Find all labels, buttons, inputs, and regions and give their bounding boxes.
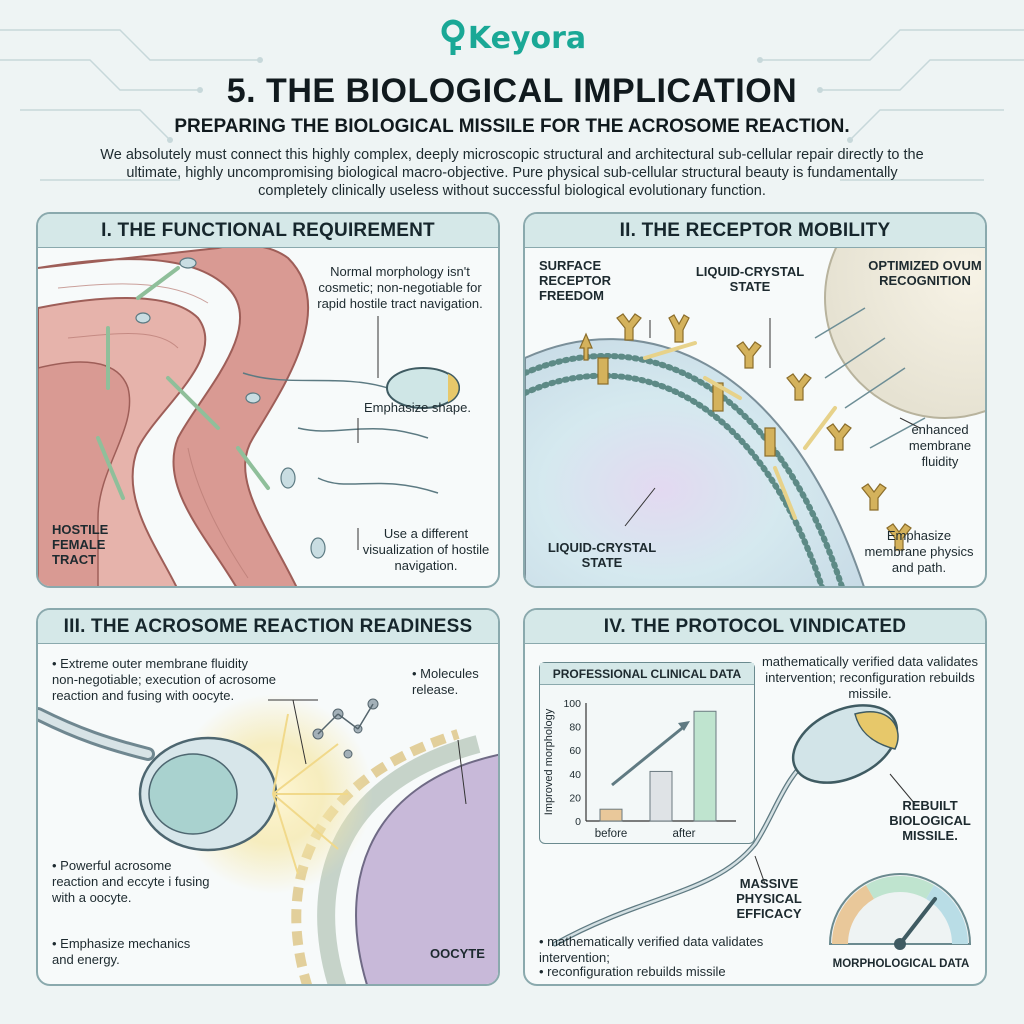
note-powerful: • Powerful acrosome reaction and eccyte …	[52, 858, 210, 905]
y-tick-label: 0	[575, 816, 581, 828]
note-morphology: Normal morphology isn't cosmetic; non-ne…	[317, 264, 483, 311]
panel-title: I. THE FUNCTIONAL REQUIREMENT	[38, 214, 498, 248]
note-bottom-line-1-text: mathematically verified data validates i…	[539, 934, 764, 965]
note-mechanics-text: Emphasize mechanics and energy.	[52, 936, 191, 967]
key-icon	[441, 19, 465, 55]
panel-protocol-vindicated: IV. THE PROTOCOL VINDICATED PROFESSIONAL…	[523, 608, 987, 986]
clinical-data-chart: PROFESSIONAL CLINICAL DATA Improved morp…	[539, 662, 755, 844]
chart-title: PROFESSIONAL CLINICAL DATA	[540, 663, 754, 685]
label-oocyte: OOCYTE	[430, 946, 485, 961]
rebuilt-sperm-illustration	[552, 704, 972, 950]
note-outer-membrane: • Extreme outer membrane fluidity non-ne…	[52, 656, 277, 703]
label-membrane-fluidity: enhanced membrane fluidity	[908, 422, 972, 469]
brand-logo: Keyora	[0, 8, 1024, 68]
page-title: 5. THE BIOLOGICAL IMPLICATION	[226, 72, 798, 110]
y-axis-label: Improved morphology	[543, 708, 555, 815]
trend-arrow	[611, 723, 687, 787]
panel-title: IV. THE PROTOCOL VINDICATED	[525, 610, 985, 644]
note-outer-membrane-text: Extreme outer membrane fluidity non-nego…	[52, 656, 277, 703]
bar-2	[693, 710, 717, 822]
x-tick-label: after	[672, 828, 695, 840]
note-emphasize-shape: Emphasize shape.	[364, 400, 471, 415]
membrane-illustration	[525, 248, 985, 586]
gauge-label: MORPHOLOGICAL DATA	[832, 958, 970, 970]
y-tick-label: 40	[569, 769, 581, 781]
panel-functional-requirement: I. THE FUNCTIONAL REQUIREMENT Normal mor…	[36, 212, 500, 588]
tract-illustration	[38, 248, 460, 586]
note-mechanics: • Emphasize mechanics and energy.	[52, 936, 191, 967]
label-surface-receptor: SURFACE RECEPTOR FREEDOM	[539, 258, 611, 303]
note-visualization: Use a different visualization of hostile…	[362, 526, 490, 573]
brand-name: Keyora	[467, 20, 587, 56]
note-bottom-line-2: • reconfiguration rebuilds missile	[539, 964, 726, 979]
y-tick-label: 20	[569, 792, 581, 804]
circuit-background	[0, 29, 1024, 181]
bar-0	[599, 808, 623, 822]
note-bottom-line-1: • mathematically verified data validates…	[539, 934, 764, 965]
note-molecules: • Molecules release.	[412, 666, 479, 697]
x-tick-label: before	[595, 828, 628, 840]
note-verified-data: mathematically verified data validates i…	[761, 654, 979, 701]
label-membrane-physics: Emphasize membrane physics and path.	[864, 528, 974, 575]
panel-acrosome-readiness: III. THE ACROSOME REACTION READINESS • E…	[36, 608, 500, 986]
chart-plot: Improved morphology 0 20 40 60 80 100 before aft…	[543, 698, 736, 840]
page-subtitle: PREPARING THE BIOLOGICAL MISSILE FOR THE…	[174, 116, 850, 137]
label-ovum-recognition: OPTIMIZED OVUM RECOGNITION	[868, 258, 982, 288]
bar-1	[649, 770, 673, 822]
panel-receptor-mobility: II. THE RECEPTOR MOBILITY	[523, 212, 987, 588]
trend-arrowhead	[678, 721, 690, 731]
panel-title: III. THE ACROSOME REACTION READINESS	[38, 610, 498, 644]
label-hostile-tract: HOSTILE FEMALE TRACT	[52, 522, 109, 567]
acrosome-illustration	[38, 694, 498, 984]
label-liquid-crystal-top: LIQUID-CRYSTAL STATE	[695, 264, 805, 294]
note-powerful-text: Powerful acrosome reaction and eccyte i …	[52, 858, 210, 905]
label-liquid-crystal-bottom: LIQUID-CRYSTAL STATE	[547, 540, 657, 570]
label-rebuilt-missile: REBUILT BIOLOGICAL MISSILE.	[889, 798, 971, 843]
y-tick-label: 80	[569, 722, 581, 734]
label-physical-efficacy: MASSIVE PHYSICAL EFFICACY	[736, 876, 802, 921]
panel-title: II. THE RECEPTOR MOBILITY	[525, 214, 985, 248]
note-molecules-text: Molecules release.	[412, 666, 479, 697]
y-tick-label: 60	[569, 745, 581, 757]
note-bottom-line-2-text: reconfiguration rebuilds missile	[547, 964, 726, 979]
intro-paragraph: We absolutely must connect this highly c…	[100, 147, 924, 199]
y-tick-label: 100	[563, 698, 581, 710]
